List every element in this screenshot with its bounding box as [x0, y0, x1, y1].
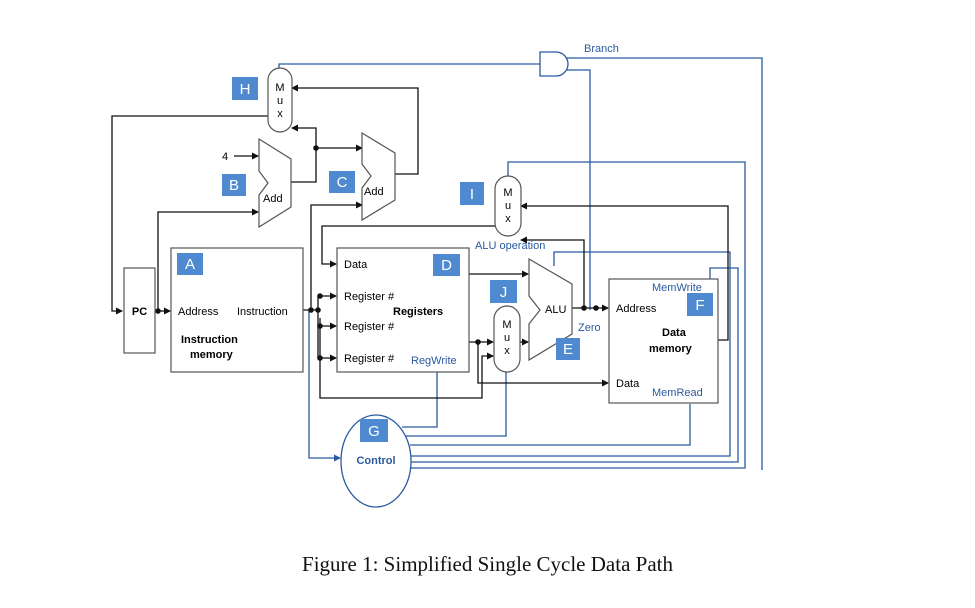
- badge-a: A: [177, 253, 203, 275]
- dmem-to-mux-i-wire: [520, 202, 729, 341]
- svg-text:E: E: [563, 341, 573, 358]
- dmem-data-label: Data: [616, 378, 640, 390]
- alu-operation-label: ALU operation: [475, 240, 545, 252]
- imem-title-line2: memory: [190, 349, 234, 361]
- badge-h: H: [232, 77, 258, 100]
- regwrite-control-wire: [402, 372, 438, 428]
- svg-text:G: G: [368, 423, 380, 440]
- alu-zero-label: Zero: [578, 322, 601, 334]
- registers-title: Registers: [393, 306, 443, 318]
- badge-g: G: [360, 419, 388, 442]
- mux-j-letter-m: M: [502, 319, 511, 331]
- svg-text:D: D: [441, 257, 452, 274]
- mux-i-letter-u: u: [505, 200, 511, 212]
- alu-label: ALU: [545, 304, 566, 316]
- mux-j-letter-x: x: [504, 345, 510, 357]
- badge-j: J: [490, 280, 517, 303]
- mux-j-letter-u: u: [504, 332, 510, 344]
- control-wires: [278, 51, 763, 508]
- mux-i-letter-m: M: [503, 187, 512, 199]
- mux-h-letter-x: x: [277, 108, 283, 120]
- adder-c: [361, 131, 396, 222]
- badge-b: B: [222, 174, 246, 196]
- adder-c-to-mux-h-wire: [291, 84, 419, 175]
- dmem-title-line2: memory: [649, 343, 693, 355]
- regwrite-label: RegWrite: [411, 355, 457, 367]
- branch-and-gate: [539, 51, 569, 77]
- instruction-to-control-wire: [308, 310, 341, 462]
- badge-d: D: [433, 254, 460, 276]
- mux-h-letter-u: u: [277, 95, 283, 107]
- branch-wire: [566, 57, 763, 470]
- mux-j: [493, 305, 521, 373]
- zero-to-and-wire: [566, 69, 591, 310]
- imem-instruction-label: Instruction: [237, 306, 288, 318]
- mux-i: [494, 175, 522, 237]
- pc-to-adder-b-wire: [157, 208, 259, 311]
- svg-text:J: J: [500, 284, 508, 301]
- badge-f: F: [687, 293, 713, 316]
- imem-title-line1: Instruction: [181, 334, 238, 346]
- svg-text:I: I: [470, 186, 474, 203]
- memwrite-label: MemWrite: [652, 282, 702, 294]
- badge-e: E: [556, 338, 580, 360]
- const-four-label: 4: [222, 151, 228, 163]
- adder-b-out-wire: [290, 144, 363, 183]
- control-to-mux-i-wire: [410, 161, 746, 469]
- badge-i: I: [460, 182, 484, 205]
- svg-text:B: B: [229, 177, 239, 194]
- reg3-label: Register #: [344, 353, 395, 365]
- pc-label: PC: [132, 306, 147, 318]
- adder-b-label: Add: [263, 193, 283, 205]
- instruction-to-adder-c-wire: [310, 201, 363, 310]
- memread-label: MemRead: [652, 387, 703, 399]
- control-label: Control: [356, 455, 395, 467]
- badge-c: C: [329, 171, 355, 193]
- memread-control-wire: [410, 404, 691, 446]
- reg-read2-to-dmem-wire: [477, 342, 609, 387]
- alu: [528, 257, 573, 362]
- mux-h: [267, 67, 293, 133]
- reg-data-label: Data: [344, 259, 368, 271]
- junction-dots: [155, 145, 599, 361]
- and-to-mux-h-wire: [278, 63, 540, 72]
- svg-text:C: C: [337, 174, 348, 191]
- mux-j-control-wire: [406, 372, 507, 437]
- svg-text:F: F: [695, 297, 704, 314]
- figure-caption: Figure 1: Simplified Single Cycle Data P…: [302, 552, 673, 576]
- memwrite-control-wire: [410, 267, 739, 463]
- control-unit: [340, 414, 412, 508]
- mux-i-letter-x: x: [505, 213, 511, 225]
- pc-register: [123, 267, 156, 354]
- mux-h-letter-m: M: [275, 82, 284, 94]
- mux-h-to-pc-wire: [111, 115, 268, 315]
- dmem-title-line1: Data: [662, 327, 687, 339]
- reg2-label: Register #: [344, 321, 395, 333]
- branch-label: Branch: [584, 43, 619, 55]
- alu-op-control-wire: [410, 251, 731, 457]
- svg-text:H: H: [240, 81, 251, 98]
- reg1-label: Register #: [344, 291, 395, 303]
- adder-b: [258, 137, 292, 229]
- adder-c-label: Add: [364, 186, 384, 198]
- adder-b-to-mux-h-wire: [291, 124, 317, 148]
- imem-address-label: Address: [178, 306, 219, 318]
- mux-i-to-regdata-wire: [321, 225, 495, 268]
- dmem-address-label: Address: [616, 303, 657, 315]
- instr-to-mux-j-wire: [319, 318, 494, 399]
- svg-text:A: A: [185, 256, 195, 273]
